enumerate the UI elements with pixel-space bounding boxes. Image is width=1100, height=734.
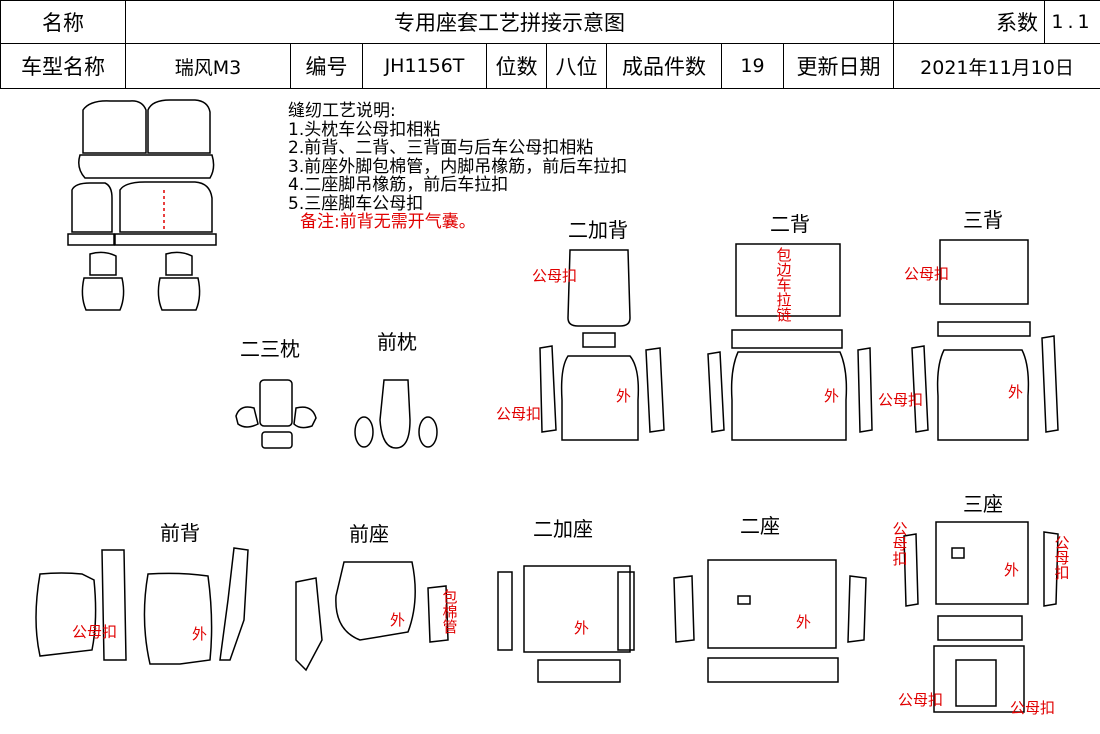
mark-snap-erjia-back: 公母扣 — [532, 267, 578, 285]
label-third-back: 三背 — [963, 208, 1003, 232]
mark-snap-third-back: 公母扣 — [904, 265, 950, 283]
mark-outer-front-seat: 外 — [390, 611, 406, 629]
seats-value: 八位 — [546, 43, 607, 89]
mark-snap-third-seat-bottom-left: 公母扣 — [898, 691, 944, 709]
third-seat-pieces — [903, 521, 1059, 713]
note-item: 5.三座脚车公母扣 — [288, 193, 424, 214]
sewing-notes: 缝纫工艺说明: 1.头枕车公母扣相粘 2.前背、二背、三背面与后车公母扣相粘 3… — [288, 102, 627, 232]
mark-outer-second-back: 外 — [824, 387, 840, 405]
coefficient-label: 系数 — [893, 0, 1045, 44]
mark-outer-third-back: 外 — [1008, 383, 1024, 401]
front-seat-pieces — [295, 561, 449, 672]
label-front-back: 前背 — [160, 521, 200, 545]
pieces-label: 成品件数 — [606, 43, 722, 89]
mark-snap-front-back: 公母扣 — [72, 623, 118, 641]
sheet-title: 专用座套工艺拼接示意图 — [125, 0, 894, 44]
mark-outer-third-seat: 外 — [1004, 561, 1020, 579]
note-item: 4.二座脚吊橡筋，前后车拉扣 — [288, 175, 509, 195]
remark: 备注:前背无需开气囊。 — [300, 212, 476, 232]
mark-outer-erjia-seat: 外 — [574, 619, 590, 637]
mark-cotton-tube: 包棉管 — [442, 588, 458, 636]
second-third-headrest-pieces — [235, 379, 317, 449]
date-label: 更新日期 — [783, 43, 894, 89]
label-front-seat: 前座 — [349, 522, 389, 546]
mark-outer-second-seat: 外 — [796, 613, 812, 631]
front-headrest-pieces — [354, 379, 438, 449]
label-erjia-back: 二加背 — [568, 218, 628, 242]
mark-snap-third-seat-right: 公母扣 — [1054, 534, 1070, 582]
pieces-value: 19 — [721, 43, 784, 89]
erjia-back-pieces — [539, 249, 665, 441]
mark-binding-zipper: 包边车拉链 — [776, 246, 792, 324]
mark-snap-third-seat-bottom-right: 公母扣 — [1010, 699, 1056, 717]
mark-snap-third-back-side: 公母扣 — [878, 391, 924, 409]
label-second-back: 二背 — [770, 212, 810, 236]
seat-overview-illustration — [67, 99, 217, 311]
code-label: 编号 — [290, 43, 363, 89]
code-value: JH1156T — [362, 43, 487, 89]
note-item: 1.头枕车公母扣相粘 — [288, 119, 441, 140]
notes-title: 缝纫工艺说明: — [288, 101, 396, 121]
header-table: 名称 专用座套工艺拼接示意图 系数 1.1 车型名称 瑞风M3 编号 JH115… — [0, 0, 1100, 89]
label-second-seat: 二座 — [740, 514, 780, 538]
mark-outer-erjia-back: 外 — [616, 387, 632, 405]
label-second-third-headrest: 二三枕 — [240, 337, 300, 361]
mark-outer-front-back: 外 — [192, 625, 208, 643]
front-back-pieces — [35, 547, 249, 665]
model-label: 车型名称 — [0, 43, 126, 89]
name-label: 名称 — [0, 0, 126, 44]
note-item: 2.前背、二背、三背面与后车公母扣相粘 — [288, 138, 594, 158]
second-back-pieces — [707, 243, 873, 441]
note-item: 3.前座外脚包棉管，内脚吊橡筋，前后车拉扣 — [288, 156, 628, 177]
label-third-seat: 三座 — [963, 492, 1003, 516]
seats-label: 位数 — [486, 43, 547, 89]
erjia-seat-pieces — [497, 565, 635, 683]
model-value: 瑞风M3 — [125, 43, 291, 89]
mark-snap-erjia-back-side: 公母扣 — [496, 405, 542, 423]
label-erjia-seat: 二加座 — [533, 517, 593, 541]
second-seat-pieces — [673, 559, 867, 683]
date-value: 2021年11月10日 — [893, 43, 1100, 89]
third-back-pieces — [911, 239, 1059, 441]
label-front-headrest: 前枕 — [377, 330, 417, 354]
mark-snap-third-seat-left: 公母扣 — [892, 520, 908, 568]
